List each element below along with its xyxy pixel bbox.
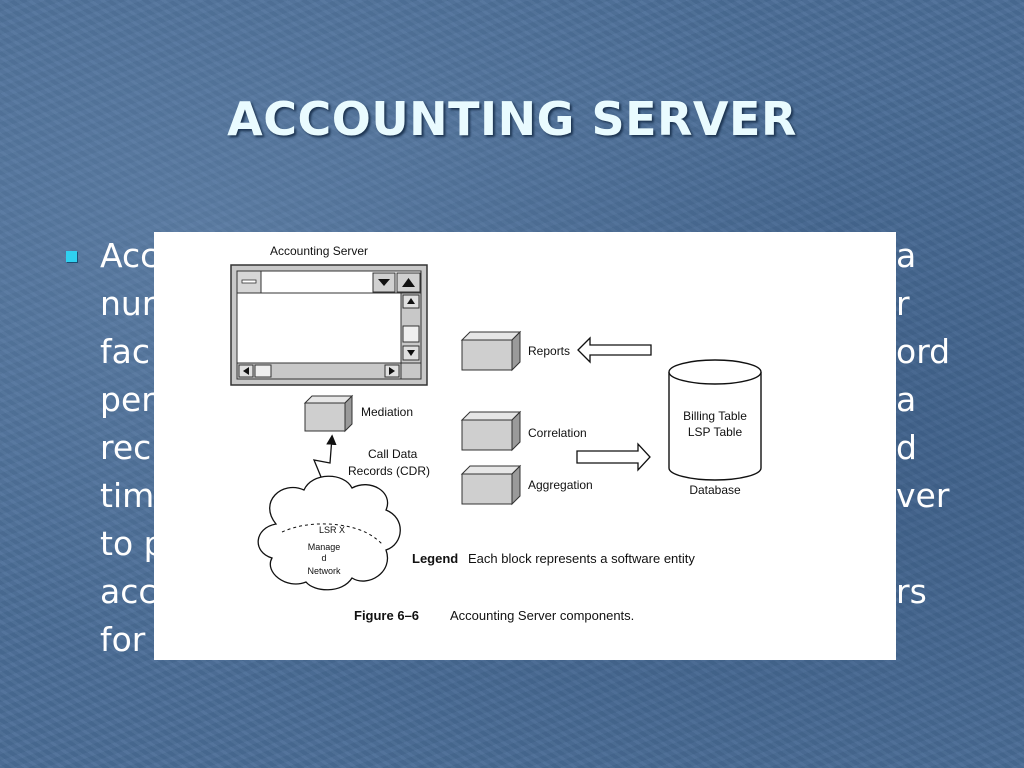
cloud-line-4: Network (307, 566, 341, 576)
bullet-line-right: ver (896, 476, 950, 515)
bullet-line-right: d (896, 428, 917, 467)
correlation-arrow (576, 442, 651, 472)
mediation-label: Mediation (361, 405, 413, 419)
legend-bold: Legend (412, 551, 458, 566)
accounting-server-window (230, 264, 428, 386)
slide-title: ACCOUNTING SERVER (227, 92, 797, 146)
reports-arrow (577, 336, 652, 364)
cloud-line-1: LSR X (319, 525, 345, 535)
reports-label: Reports (528, 344, 570, 358)
caption-bold: Figure 6–6 (354, 608, 419, 623)
bullet-line-left: per (100, 380, 155, 419)
cloud-line-2: Manage (308, 542, 341, 552)
bullet-line-right: r (896, 284, 910, 323)
legend-text: Each block represents a software entity (468, 551, 695, 566)
bullet-line-left: rec (100, 428, 152, 467)
bullet-line-right: a (896, 380, 917, 419)
bullet-line-left: for (100, 620, 146, 659)
scroll-thumb (402, 325, 420, 343)
bullet-line-left: acc (100, 572, 157, 611)
database-line-2: LSP Table (688, 425, 743, 439)
network-cloud (257, 475, 401, 591)
mediation-block (303, 394, 354, 433)
bullet-marker (66, 251, 77, 262)
window-title: Accounting Server (270, 244, 368, 258)
bullet-line-right: a (896, 236, 917, 275)
cdr-label-line-2: Records (CDR) (348, 464, 430, 478)
cdr-connection (312, 434, 337, 490)
correlation-label: Correlation (528, 426, 587, 440)
database-label: Database (689, 483, 741, 497)
cloud-line-3: d (321, 553, 326, 563)
aggregation-block (460, 464, 522, 506)
bullet-line-left: tim (100, 476, 155, 515)
aggregation-label: Aggregation (528, 478, 593, 492)
reports-block (460, 330, 522, 372)
scroll-up-icon (407, 298, 415, 304)
scroll-right-icon (389, 367, 395, 375)
bullet-line-left: Acc (100, 236, 159, 275)
caption-text: Accounting Server components. (450, 608, 634, 623)
bullet-line-right: rs (896, 572, 927, 611)
scroll-left-icon (243, 367, 249, 375)
accounting-server-figure: Accounting Server (154, 232, 896, 660)
bullet-line-left: nur (100, 284, 156, 323)
bullet-line-left: fac (100, 332, 150, 371)
database-line-1: Billing Table (683, 409, 747, 423)
correlation-block (460, 410, 522, 452)
cdr-label-line-1: Call Data (368, 447, 418, 461)
scroll-down-icon (407, 350, 415, 356)
database-cylinder (668, 359, 762, 481)
bullet-line-right: ord (896, 332, 951, 371)
bullet-line-left: to p (100, 524, 165, 563)
figure-diagram: Accounting Server (230, 244, 762, 623)
